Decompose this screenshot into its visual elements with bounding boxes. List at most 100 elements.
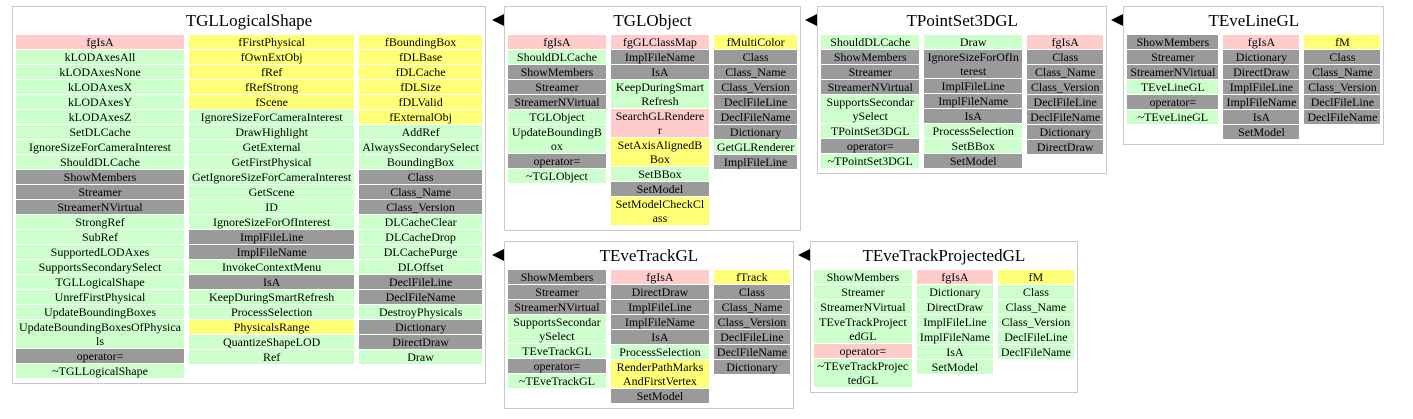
member-protected[interactable]: SetModelCheckClass <box>610 197 709 225</box>
member-inherited[interactable]: Dictionary <box>1027 125 1104 139</box>
member-inherited[interactable]: ShowMembers <box>507 270 606 284</box>
class-title[interactable]: TPointSet3DGL <box>906 11 1018 30</box>
member-public[interactable]: DrawHighlight <box>189 125 355 139</box>
member-public[interactable]: SupportedLODAxes <box>16 245 184 259</box>
member-inherited[interactable]: DeclFileName <box>1027 110 1104 124</box>
member-public[interactable]: IsA <box>916 345 993 359</box>
member-inherited[interactable]: Class_Version <box>359 200 482 214</box>
member-public[interactable]: BoundingBox <box>359 155 482 169</box>
member-public[interactable]: kLODAxesZ <box>16 110 184 124</box>
member-protected[interactable]: fDLSize <box>359 80 482 94</box>
member-public[interactable]: kLODAxesNone <box>16 65 184 79</box>
member-inherited[interactable]: operator= <box>821 139 920 153</box>
member-inherited[interactable]: SetModel <box>610 389 709 403</box>
member-public[interactable]: DeclFileName <box>997 345 1074 359</box>
member-public[interactable]: ~TGLObject <box>507 169 606 183</box>
member-inherited[interactable]: operator= <box>507 359 606 373</box>
member-public[interactable]: StrongRef <box>16 215 184 229</box>
member-inherited[interactable]: Class_Name <box>1304 65 1381 79</box>
member-inherited[interactable]: ShowMembers <box>821 50 920 64</box>
member-inherited[interactable]: ImplFileName <box>1223 95 1300 109</box>
member-inherited[interactable]: IsA <box>924 109 1023 123</box>
member-inherited[interactable]: Class_Version <box>713 315 790 329</box>
member-public[interactable]: IgnoreSizeForOfInterest <box>189 215 355 229</box>
member-public[interactable]: GetGLRenderer <box>713 140 798 154</box>
member-inherited[interactable]: SetModel <box>924 154 1023 168</box>
member-protected[interactable]: SetAxisAlignedBBox <box>610 138 709 166</box>
member-inherited[interactable]: ImplFileName <box>610 50 709 64</box>
member-public[interactable]: UpdateBoundingBoxesOfPhysicals <box>16 320 184 348</box>
member-protected[interactable]: fM <box>1304 35 1381 49</box>
class-title[interactable]: TEveLineGL <box>1208 11 1300 30</box>
class-title[interactable]: TGLLogicalShape <box>185 11 313 30</box>
member-public[interactable]: GetIgnoreSizeForCameraInterest <box>189 170 355 184</box>
member-public[interactable]: Ref <box>189 350 355 364</box>
member-public[interactable]: TGLLogicalShape <box>16 275 184 289</box>
member-public[interactable]: AddRef <box>359 125 482 139</box>
member-inherited[interactable]: DirectDraw <box>610 285 709 299</box>
member-protected[interactable]: fBoundingBox <box>359 35 482 49</box>
member-inherited[interactable]: StreamerNVirtual <box>507 300 606 314</box>
member-inherited[interactable]: operator= <box>507 154 606 168</box>
member-inherited[interactable]: DeclFileName <box>1304 110 1381 124</box>
member-inherited[interactable]: Class <box>713 50 798 64</box>
member-inherited[interactable]: DeclFileName <box>359 290 482 304</box>
member-public[interactable]: Dictionary <box>916 285 993 299</box>
member-public[interactable]: ID <box>189 200 355 214</box>
member-inherited[interactable]: operator= <box>1127 95 1219 109</box>
member-public[interactable]: DeclFileLine <box>997 330 1074 344</box>
member-public[interactable]: SupportsSecondarySelect <box>16 260 184 274</box>
member-private[interactable]: operator= <box>813 344 912 358</box>
member-inherited[interactable]: Streamer <box>821 65 920 79</box>
member-public[interactable]: SupportsSecondarySelect <box>507 315 606 343</box>
member-public[interactable]: AlwaysSecondarySelect <box>359 140 482 154</box>
member-inherited[interactable]: DirectDraw <box>1027 140 1104 154</box>
member-inherited[interactable]: ImplFileName <box>924 94 1023 108</box>
member-protected[interactable]: PhysicalsRange <box>189 320 355 334</box>
member-public[interactable]: QuantizeShapeLOD <box>189 335 355 349</box>
member-inherited[interactable]: Streamer <box>16 185 184 199</box>
member-public[interactable]: IgnoreSizeForCameraInterest <box>189 110 355 124</box>
member-private[interactable]: fgIsA <box>16 35 184 49</box>
member-public[interactable]: TEveLineGL <box>1127 80 1219 94</box>
member-public[interactable]: ShouldDLCache <box>507 50 606 64</box>
member-private[interactable]: SearchGLRenderer <box>610 109 709 137</box>
member-inherited[interactable]: IsA <box>610 330 709 344</box>
member-inherited[interactable]: IsA <box>1223 110 1300 124</box>
member-public[interactable]: ~TGLLogicalShape <box>16 364 184 378</box>
member-inherited[interactable]: ImplFileName <box>610 315 709 329</box>
member-inherited[interactable]: Streamer <box>507 285 606 299</box>
class-title[interactable]: TEveTrackGL <box>599 246 699 265</box>
member-protected[interactable]: fM <box>997 270 1074 284</box>
member-protected[interactable]: fOwnExtObj <box>189 50 355 64</box>
member-public[interactable]: SubRef <box>16 230 184 244</box>
member-protected[interactable]: fFirstPhysical <box>189 35 355 49</box>
member-inherited[interactable]: SetModel <box>610 182 709 196</box>
member-inherited[interactable]: Class <box>359 170 482 184</box>
member-private[interactable]: fgGLClassMap <box>610 35 709 49</box>
member-public[interactable]: Draw <box>924 35 1023 49</box>
member-public[interactable]: ProcessSelection <box>610 345 709 359</box>
member-inherited[interactable]: Dictionary <box>1223 50 1300 64</box>
member-public[interactable]: Streamer <box>813 285 912 299</box>
member-protected[interactable]: fScene <box>189 95 355 109</box>
member-inherited[interactable]: DeclFileLine <box>1027 95 1104 109</box>
member-public[interactable]: ~TEveTrackGL <box>507 374 606 388</box>
member-protected[interactable]: fDLValid <box>359 95 482 109</box>
member-public[interactable]: Draw <box>359 350 482 364</box>
member-inherited[interactable]: Class <box>1027 50 1104 64</box>
member-public[interactable]: Class_Version <box>997 315 1074 329</box>
member-inherited[interactable]: DeclFileLine <box>713 330 790 344</box>
member-public[interactable]: DLOffset <box>359 260 482 274</box>
member-private[interactable]: fgIsA <box>1027 35 1104 49</box>
member-public[interactable]: kLODAxesY <box>16 95 184 109</box>
member-inherited[interactable]: IsA <box>189 275 355 289</box>
class-title[interactable]: TGLObject <box>613 11 692 30</box>
member-public[interactable]: DestroyPhysicals <box>359 305 482 319</box>
member-inherited[interactable]: ShowMembers <box>1127 35 1219 49</box>
